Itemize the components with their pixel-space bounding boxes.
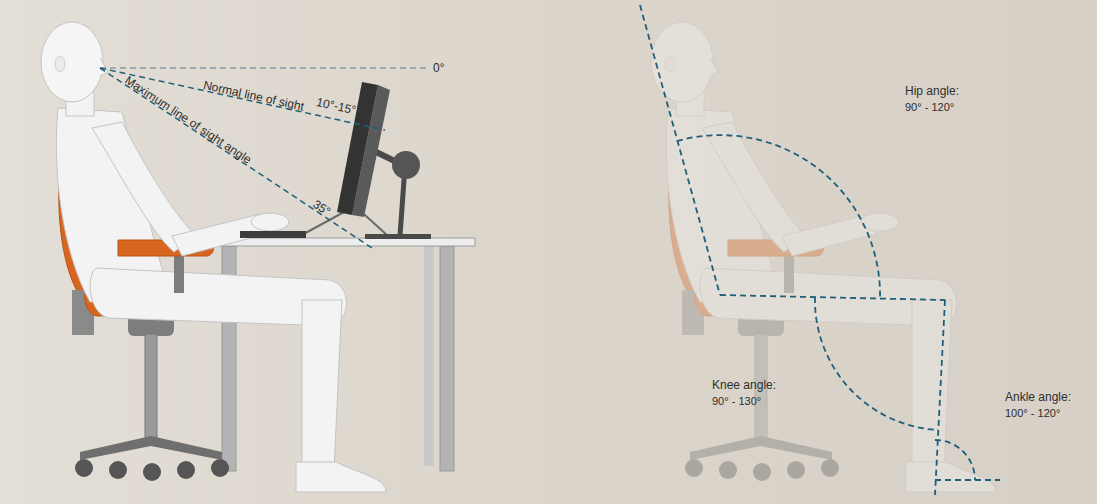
- faded-figure: [651, 22, 996, 492]
- angle-label: Knee angle:: [712, 378, 776, 392]
- desk-leg: [440, 246, 454, 471]
- angle-label: Normal line of sight: [202, 78, 305, 114]
- horizontal-line: [100, 67, 430, 69]
- maximum-sight-line: [100, 68, 375, 250]
- sight-lines: [100, 68, 430, 250]
- keyboard: [240, 231, 306, 238]
- monitor-base: [365, 234, 431, 239]
- shin-line: [935, 300, 945, 495]
- angle-lines: [640, 5, 1000, 495]
- angle-label: Ankle angle:: [1005, 390, 1071, 404]
- angle-label: 90° - 130°: [712, 394, 761, 408]
- thigh-line: [720, 295, 945, 300]
- seated-figure: [41, 22, 386, 492]
- angle-label: 0°: [433, 61, 444, 75]
- trunk-line: [640, 5, 720, 295]
- angle-label: Hip angle:: [905, 84, 959, 98]
- angle-label: 10°-15°: [315, 95, 357, 117]
- desk-back-leg: [424, 246, 434, 466]
- normal-sight-line: [100, 68, 385, 130]
- ankle-angle-arc: [935, 440, 975, 480]
- angle-label: 100° - 120°: [1005, 406, 1060, 420]
- foot-line: [935, 479, 1000, 481]
- monitor-hub: [392, 151, 420, 179]
- hip-angle-arc: [677, 135, 880, 299]
- knee-angle-arc: [815, 297, 938, 430]
- angle-label: 35°: [310, 197, 333, 219]
- angle-label: 90° - 120°: [905, 100, 954, 114]
